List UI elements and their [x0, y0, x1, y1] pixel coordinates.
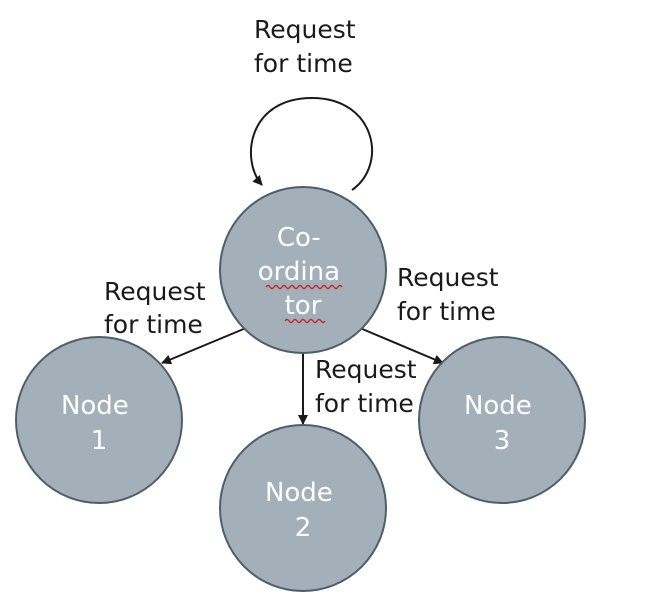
- node-1-label: Node 1: [61, 391, 137, 456]
- coordinator-label-line-3: tor: [285, 291, 322, 321]
- coordinator-label: Co- ordina tor: [258, 223, 349, 321]
- coordinator-node: Co- ordina tor: [219, 186, 387, 354]
- edge-to-node1: [161, 327, 247, 365]
- node-3: Node 3: [418, 336, 586, 504]
- edge-label-node3-line-2: for time: [397, 297, 496, 326]
- spellcheck-underline: [284, 318, 326, 324]
- node-3-label: Node 3: [464, 391, 540, 456]
- node-2-label-line-2: 2: [295, 513, 312, 543]
- node-2-label-line-1: Node: [265, 478, 333, 508]
- edge-label-node3-line-1: Request: [397, 263, 499, 292]
- node-1-label-line-1: Node: [61, 391, 129, 421]
- edge-label-node3: Request for time: [397, 263, 507, 326]
- node-1-label-line-2: 1: [91, 426, 108, 456]
- node-2-label: Node 2: [265, 478, 341, 543]
- coordinator-label-line-1: Co-: [277, 223, 321, 253]
- spellcheck-underline: [265, 284, 343, 290]
- self-loop-label-line-1: Request: [254, 15, 356, 44]
- node-3-label-line-1: Node: [464, 391, 532, 421]
- edge-label-node1-line-2: for time: [104, 310, 203, 339]
- edge-label-node1-line-1: Request: [104, 277, 206, 306]
- node-2: Node 2: [219, 424, 387, 592]
- self-loop-arrow: [249, 96, 374, 191]
- edge-label-node2-line-1: Request: [315, 355, 417, 384]
- edge-label-node1: Request for time: [104, 277, 214, 339]
- node-3-label-line-2: 3: [494, 426, 511, 456]
- edge-label-node2: Request for time: [315, 355, 425, 418]
- coordinator-label-line-2: ordina: [258, 257, 340, 287]
- self-loop-label: Request for time: [254, 15, 364, 78]
- edge-to-node3: [359, 327, 444, 365]
- self-loop-label-line-2: for time: [254, 49, 353, 78]
- node-1: Node 1: [15, 336, 183, 504]
- edge-label-node2-line-2: for time: [315, 389, 414, 418]
